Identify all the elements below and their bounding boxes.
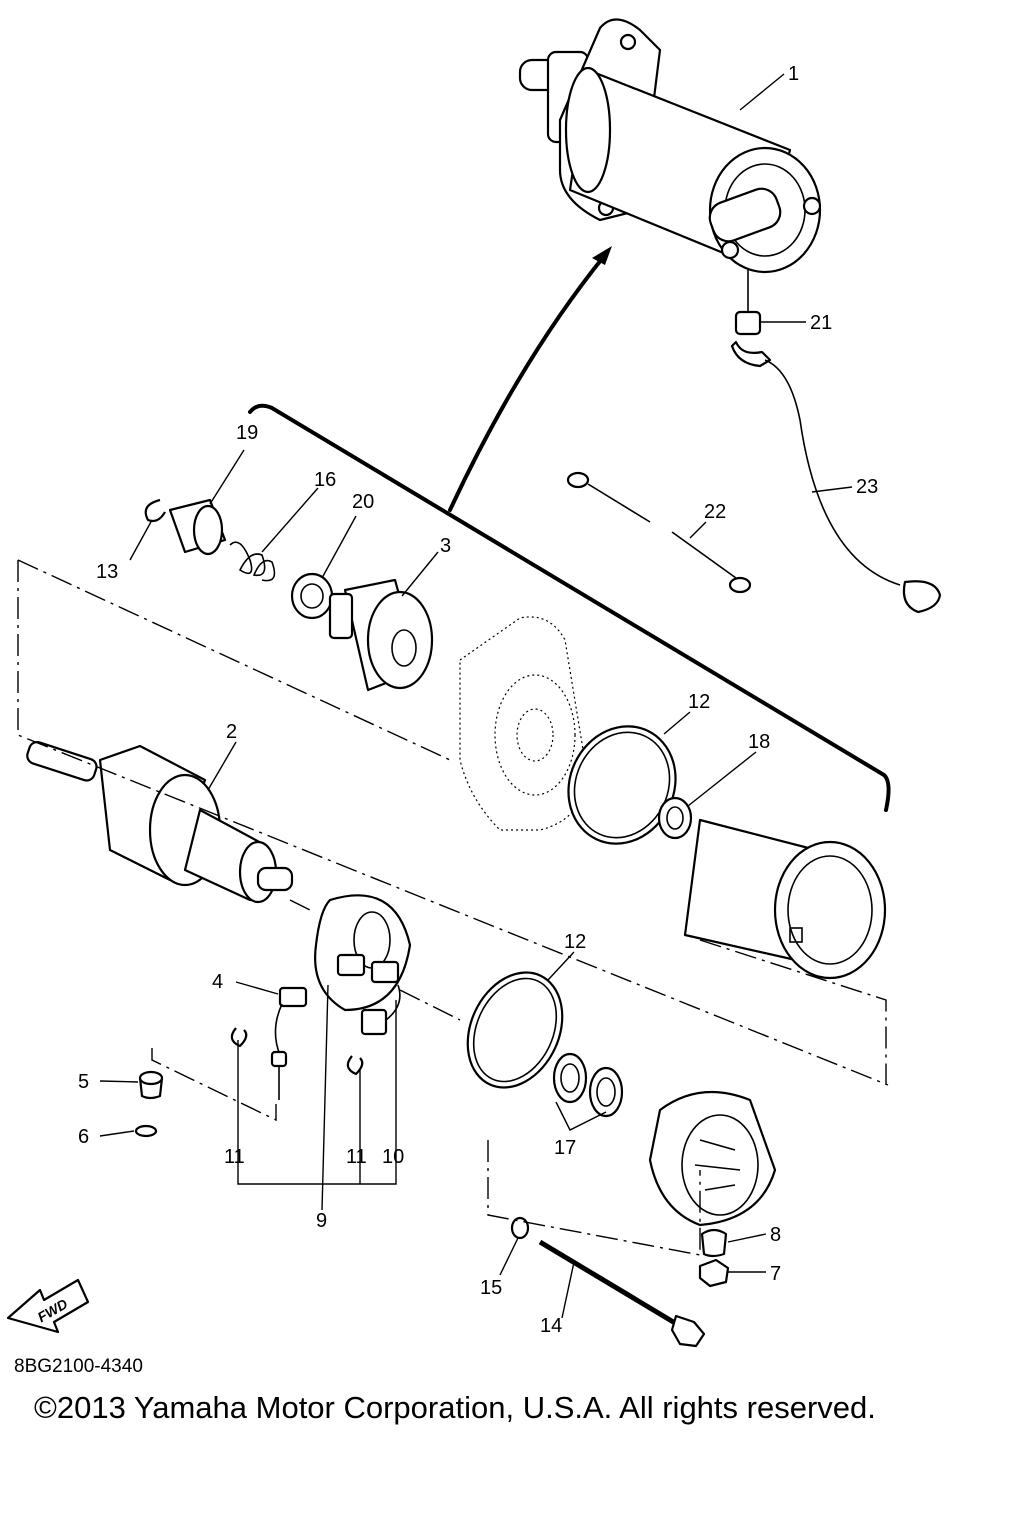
brush-plate-9: [314, 894, 412, 1012]
leader-lines: [99, 73, 853, 1319]
through-bolt-14: [538, 1239, 706, 1348]
callout-8: 8: [770, 1224, 781, 1246]
callout-2: 2: [226, 721, 237, 743]
o-ring-15: [510, 1216, 530, 1240]
lead-wire-23: [764, 359, 901, 586]
nut-7: [698, 1258, 730, 1288]
callout-1: 1: [788, 63, 799, 85]
armature-2: [26, 740, 294, 904]
callout-19: 19: [236, 422, 258, 444]
seal-5: [138, 1070, 164, 1100]
copyright-notice: ©2013 Yamaha Motor Corporation, U.S.A. A…: [34, 1390, 876, 1425]
yoke-housing: [683, 818, 887, 980]
clutch-pinion-3: [328, 578, 434, 692]
starter-motor-assembly: [518, 18, 822, 274]
shim-17-a: [552, 1052, 588, 1104]
terminal-bolt-nut: [730, 270, 772, 368]
callout-15: 15: [480, 1277, 502, 1299]
center-line-brush: [289, 899, 461, 1021]
callout-23: 23: [856, 476, 878, 498]
center-line-yoke: [699, 939, 887, 1085]
center-line-seal: [151, 1048, 277, 1122]
callout-20: 20: [352, 491, 374, 513]
drive-group-bracket: [248, 403, 891, 812]
callout-11-left: 11: [224, 1146, 245, 1168]
callout-5: 5: [78, 1071, 89, 1093]
center-line-rear: [487, 1140, 701, 1256]
callout-7: 7: [770, 1263, 781, 1285]
brush-spring-11-right: [346, 1055, 364, 1076]
collar-19: [168, 498, 227, 556]
assembly-arrow: [448, 253, 607, 512]
brush-spring-11-left: [230, 1027, 248, 1048]
short-lead-22: [566, 471, 752, 594]
diagram-reference-code: 8BG2100-4340: [14, 1356, 143, 1377]
callout-11-right: 11: [346, 1146, 367, 1168]
washer-20: [290, 572, 334, 620]
center-line-outer: [17, 559, 451, 761]
o-ring-12-lower: [466, 971, 564, 1089]
circlip-13: [144, 498, 166, 523]
callout-12-upper: 12: [688, 691, 710, 713]
callout-6: 6: [78, 1126, 89, 1148]
rear-cover: [648, 1090, 777, 1227]
front-bracket: [459, 616, 589, 831]
callout-4: 4: [212, 971, 223, 993]
brush-10: [360, 984, 401, 1036]
callout-3: 3: [440, 535, 451, 557]
callout-9: 9: [316, 1210, 327, 1232]
shim-17-b: [588, 1066, 624, 1118]
washer-18: [657, 796, 693, 840]
lead-wire-boot: [902, 580, 942, 614]
spring-16: [229, 541, 276, 582]
callout-labels: 1 21 23 22 19 16 20 3 13 2 12 18 12 4 5 …: [78, 63, 878, 1337]
callout-22: 22: [704, 501, 726, 523]
callout-14: 14: [540, 1315, 562, 1337]
callout-16: 16: [314, 469, 336, 491]
callout-10: 10: [382, 1146, 404, 1168]
fwd-arrow-icon: FWD: [6, 1278, 90, 1334]
callout-13: 13: [96, 561, 118, 583]
washer-6: [134, 1124, 158, 1138]
grommet-8: [700, 1228, 728, 1258]
center-line-upper: [17, 560, 889, 1086]
callout-18: 18: [748, 731, 770, 753]
callout-12-lower: 12: [564, 931, 586, 953]
assembly-arrowhead: [592, 246, 612, 265]
brush-4: [270, 986, 308, 1100]
callout-21: 21: [810, 312, 832, 334]
callout-17: 17: [554, 1137, 576, 1159]
